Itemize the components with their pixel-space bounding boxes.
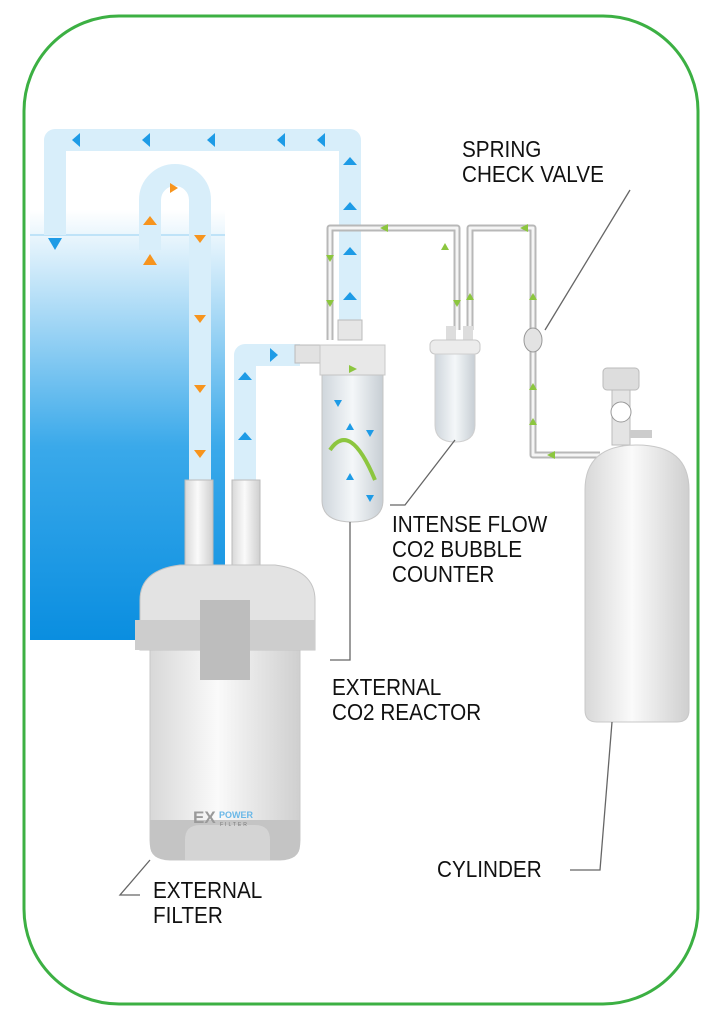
water-tubes (44, 129, 361, 500)
bubble-counter (429, 326, 481, 443)
filter-logo-ex: EX (193, 808, 216, 827)
reactor-inlet-pipe (234, 344, 300, 500)
check-valve (523, 327, 543, 353)
co2-flow-arrows (326, 224, 555, 459)
label-line: EXTERNAL (153, 877, 263, 903)
co2-reactor (294, 319, 386, 523)
frame-border (22, 14, 700, 1006)
label-spring-check-valve: SPRING CHECK VALVE (462, 137, 604, 187)
label-cylinder: CYLINDER (437, 857, 542, 882)
return-pipe (44, 129, 361, 335)
label-line: INTENSE FLOW (392, 511, 548, 537)
label-bubble-counter: INTENSE FLOW CO2 BUBBLE COUNTER (392, 512, 547, 587)
leader-lines (118, 189, 631, 896)
filter-logo-power: POWER (219, 810, 254, 820)
label-line: COUNTER (392, 561, 495, 587)
co2-cylinder (584, 367, 690, 723)
label-line: CO2 BUBBLE (392, 536, 523, 562)
label-line: SPRING (462, 136, 542, 162)
label-line: FILTER (153, 902, 223, 928)
label-line: CYLINDER (437, 856, 542, 882)
intake-flow-arrows (143, 183, 206, 458)
label-line: EXTERNAL (332, 674, 442, 700)
intake-pipe (139, 164, 211, 500)
external-filter: EX POWER FILTER (135, 479, 316, 861)
label-line: CHECK VALVE (462, 161, 604, 187)
water-flow-arrows (48, 133, 357, 440)
filter-logo-sub: FILTER (220, 822, 249, 828)
label-co2-reactor: EXTERNAL CO2 REACTOR (332, 675, 481, 725)
label-external-filter: EXTERNAL FILTER (153, 878, 262, 928)
label-line: CO2 REACTOR (332, 699, 482, 725)
